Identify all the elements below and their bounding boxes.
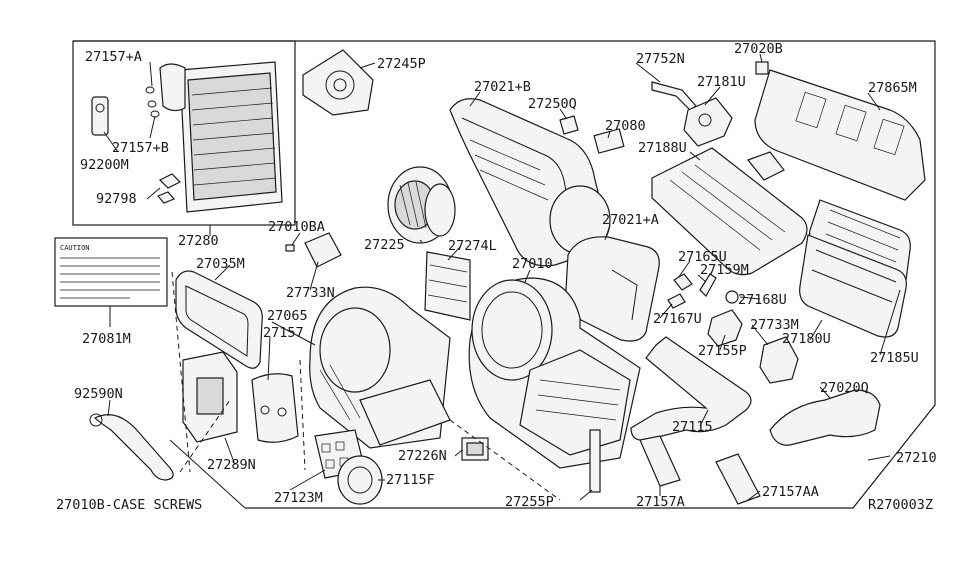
label-27080[interactable]: 27080 — [605, 118, 646, 134]
caution-label-card: CAUTION — [54, 237, 168, 307]
label-27035m[interactable]: 27035M — [196, 256, 245, 272]
label-92200m[interactable]: 92200M — [80, 157, 129, 173]
label-27274l[interactable]: 27274L — [448, 238, 497, 254]
filter-27157 — [251, 373, 299, 443]
housing-27021a — [565, 236, 660, 342]
actuator-27155p — [707, 309, 743, 347]
filter-27289n — [182, 351, 238, 443]
label-27245p[interactable]: 27245P — [377, 56, 426, 72]
diagram-code: R270003Z — [868, 497, 933, 513]
label-27020q[interactable]: 27020Q — [820, 380, 869, 396]
label-27155p[interactable]: 27155P — [698, 343, 747, 359]
label-27021-plus-a[interactable]: 27021+A — [602, 212, 659, 228]
label-27115[interactable]: 27115 — [672, 419, 713, 435]
label-27168u[interactable]: 27168U — [738, 292, 787, 308]
hose-92590n — [89, 413, 174, 481]
label-27021-plus-b[interactable]: 27021+B — [474, 79, 531, 95]
duct-27180u — [799, 234, 907, 338]
heater-case-27010 — [468, 277, 641, 469]
label-27255p[interactable]: 27255P — [505, 494, 554, 510]
label-27010[interactable]: 27010 — [512, 256, 553, 272]
label-27865m[interactable]: 27865M — [868, 80, 917, 96]
label-27157-plus-b[interactable]: 27157+B — [112, 140, 169, 156]
intake-27245p — [302, 49, 374, 116]
duct-27115 — [630, 336, 752, 441]
case-screws-note: 27010B-CASE SCREWS — [56, 497, 202, 513]
label-27225[interactable]: 27225 — [364, 237, 405, 253]
label-27752n[interactable]: 27752N — [636, 51, 685, 67]
bracket-27752n — [651, 81, 697, 111]
link-27165u — [673, 273, 693, 291]
label-27180u[interactable]: 27180U — [782, 331, 831, 347]
label-27157-plus-a-top[interactable]: 27157+A — [85, 49, 142, 65]
label-27733n[interactable]: 27733N — [286, 285, 335, 301]
sensor-27250q — [559, 115, 579, 135]
label-27157a[interactable]: 27157A — [636, 494, 685, 510]
label-27250q[interactable]: 27250Q — [528, 96, 577, 112]
lever-27159m — [699, 273, 717, 297]
diagram-frame — [72, 40, 936, 509]
label-27081m[interactable]: 27081M — [82, 331, 131, 347]
strip-27255p — [589, 429, 601, 493]
label-27289n[interactable]: 27289N — [207, 457, 256, 473]
leader-lines — [103, 53, 901, 501]
part-labels: 27157+A 27157+B 92200M 92798 27280 27245… — [56, 41, 937, 513]
caution-card-text: CAUTION — [60, 244, 90, 252]
label-27065[interactable]: 27065 — [267, 308, 308, 324]
label-27181u[interactable]: 27181U — [697, 74, 746, 90]
expansion-valve — [91, 96, 109, 136]
label-27185u[interactable]: 27185U — [870, 350, 919, 366]
actuator-27733m — [759, 336, 799, 384]
filter-27157a — [639, 435, 681, 487]
evaporator-inset-box — [72, 40, 296, 226]
clip-27020b — [755, 61, 769, 75]
seal-27035m — [175, 270, 263, 369]
label-92798[interactable]: 92798 — [96, 191, 137, 207]
label-27020b[interactable]: 27020B — [734, 41, 783, 57]
label-92590n[interactable]: 92590N — [74, 386, 123, 402]
o-rings — [145, 86, 160, 118]
label-27226n[interactable]: 27226N — [398, 448, 447, 464]
evaporator-core — [159, 61, 283, 213]
duct-27865m — [754, 69, 926, 201]
case-27065 — [309, 286, 451, 449]
label-27010ba[interactable]: 27010BA — [268, 219, 325, 235]
duct-27020q — [769, 389, 881, 446]
actuator-27181u — [683, 97, 733, 147]
label-27188u[interactable]: 27188U — [638, 140, 687, 156]
label-27157aa[interactable]: 27157AA — [762, 484, 819, 500]
filter-27274l — [424, 251, 471, 321]
dashed-leaders — [171, 271, 561, 501]
label-27165u[interactable]: 27165U — [678, 249, 727, 265]
motor-27115f — [337, 455, 383, 505]
clips-92798 — [156, 173, 182, 204]
case-27188u — [651, 147, 808, 276]
gear-27168u — [725, 290, 739, 304]
label-27280[interactable]: 27280 — [178, 233, 219, 249]
label-27733m[interactable]: 27733M — [750, 317, 799, 333]
connector-27226n — [461, 437, 489, 461]
resistor-27080 — [593, 128, 625, 154]
blower-motor-27225 — [387, 166, 456, 244]
label-27115f[interactable]: 27115F — [386, 472, 435, 488]
label-27123m[interactable]: 27123M — [274, 490, 323, 506]
label-27159m[interactable]: 27159M — [700, 262, 749, 278]
label-27157[interactable]: 27157 — [263, 325, 304, 341]
filter-27157aa — [715, 453, 761, 505]
label-27167u[interactable]: 27167U — [653, 311, 702, 327]
label-27210[interactable]: 27210 — [896, 450, 937, 466]
actuator-27010ba — [285, 232, 342, 268]
